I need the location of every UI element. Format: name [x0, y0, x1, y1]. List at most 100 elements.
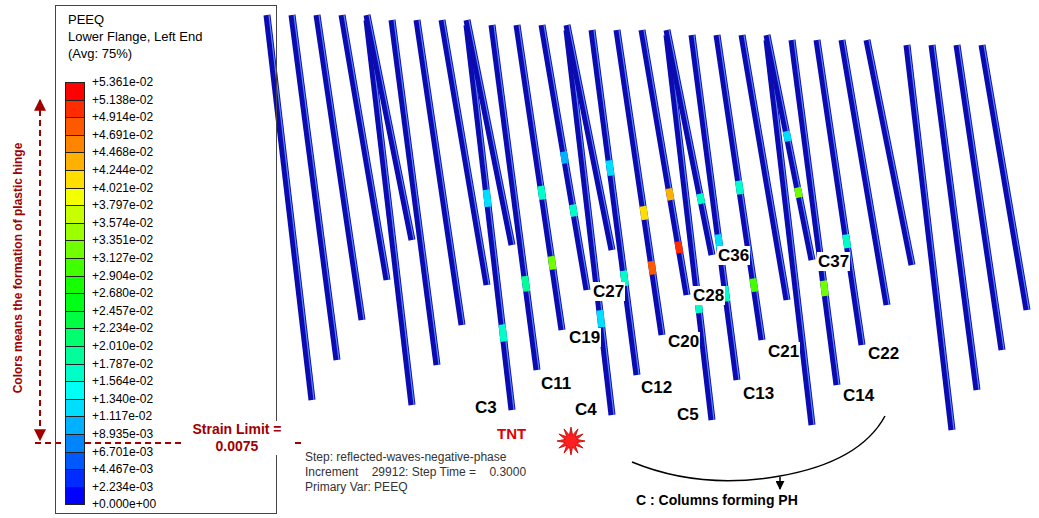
color-swatch: [65, 293, 85, 312]
column: [642, 30, 689, 295]
column: [907, 45, 954, 430]
charge-label: TNT: [497, 425, 526, 442]
legend-value: +1.564e-02: [92, 373, 153, 389]
column-label: C3: [474, 398, 498, 417]
column-body: [817, 40, 862, 345]
column: [867, 40, 914, 265]
column-body: [667, 30, 712, 255]
color-swatch: [65, 258, 85, 277]
color-swatch: [65, 469, 85, 488]
plastic-hinge: [541, 186, 543, 199]
legend-value: +5.138e-02: [92, 92, 153, 108]
legend-value: +0.000e+00: [92, 496, 156, 512]
column-body: [467, 20, 512, 245]
plastic-hinge: [823, 281, 825, 296]
color-swatch: [65, 452, 85, 471]
column-body: [392, 20, 437, 365]
column-flange: [619, 30, 664, 335]
column-label: C13: [742, 384, 775, 403]
color-swatch: [65, 364, 85, 383]
steel-columns: [267, 15, 1029, 430]
plastic-hinge: [669, 188, 671, 200]
column-label: C20: [667, 332, 700, 351]
column: [267, 15, 314, 400]
range-arrow: [39, 100, 41, 440]
strain-limit: Strain Limit = 0.0075: [182, 421, 292, 455]
plastic-hinge: [739, 181, 741, 194]
column-flange: [669, 30, 714, 255]
column-body: [907, 45, 952, 430]
plastic-hinge: [551, 256, 553, 269]
color-swatch: [65, 170, 85, 189]
column-body: [982, 45, 1027, 310]
column-flange: [319, 15, 364, 320]
axis-note: Colors means the formation of plastic hi…: [11, 141, 25, 396]
column-flange: [844, 40, 889, 305]
column-label: C14: [842, 386, 875, 405]
column-body: [292, 15, 337, 360]
column: [667, 30, 714, 255]
legend-value: +1.787e-02: [92, 356, 153, 372]
legend-value: +4.468e-02: [92, 144, 153, 160]
step-info: Increment 29912: Step Time = 0.3000: [305, 465, 526, 479]
column-body: [342, 15, 387, 280]
column: [367, 15, 414, 240]
plastic-hinge: [643, 206, 645, 219]
color-swatch: [65, 223, 85, 242]
legend-title: PEEQ: [68, 11, 264, 28]
column-flange: [959, 45, 1004, 350]
column-flange: [934, 45, 979, 390]
column-flange: [419, 20, 464, 325]
column-label: C4: [574, 400, 598, 419]
plastic-hinge: [486, 190, 488, 207]
legend-value: +2.234e-02: [92, 320, 153, 336]
legend-value: +2.010e-02: [92, 338, 153, 354]
column-label: C36: [717, 246, 750, 265]
plastic-hinge: [700, 194, 702, 204]
column-body: [792, 40, 837, 385]
color-swatch: [65, 434, 85, 453]
plastic-hinge: [651, 261, 653, 274]
plastic-hinge: [564, 152, 566, 164]
column-label: C22: [867, 344, 900, 363]
column-flange: [544, 25, 589, 290]
column-body: [592, 30, 637, 375]
column-body: [867, 40, 912, 265]
column-body: [317, 15, 362, 320]
column: [542, 25, 589, 290]
plastic-hinge: [573, 205, 575, 217]
column-body: [642, 30, 687, 295]
plastic-hinge: [846, 235, 848, 248]
legend-value: +4.691e-02: [92, 127, 153, 143]
plastic-hinge: [678, 241, 680, 253]
color-swatch: [65, 399, 85, 418]
column-flange: [269, 15, 314, 400]
color-swatch: [65, 276, 85, 295]
column-flange: [469, 20, 514, 245]
column-body: [957, 45, 1002, 350]
column-flange: [719, 35, 764, 340]
plastic-hinge: [786, 131, 788, 141]
column: [957, 45, 1004, 350]
color-swatch: [65, 311, 85, 330]
color-swatch: [65, 346, 85, 365]
legend-title: (Avg: 75%): [68, 45, 264, 62]
step-info: Primary Var: PEEQ: [305, 480, 407, 494]
legend-value: +2.904e-02: [92, 268, 153, 284]
column-body: [492, 25, 537, 370]
color-swatch: [65, 100, 85, 119]
legend-value: +4.467e-03: [92, 461, 153, 477]
column: [767, 35, 814, 260]
color-swatch: [65, 381, 85, 400]
group-note: C : Columns forming PH: [634, 492, 800, 508]
column-flange: [909, 45, 954, 430]
column-flange: [369, 15, 414, 240]
column-flange: [644, 30, 689, 295]
column-label: C21: [767, 342, 800, 361]
step-info: Step: reflected-waves-negative-phase: [305, 450, 506, 464]
color-swatch: [65, 328, 85, 347]
plastic-hinge: [600, 310, 602, 327]
plastic-hinge: [525, 276, 527, 291]
color-swatch: [65, 416, 85, 435]
